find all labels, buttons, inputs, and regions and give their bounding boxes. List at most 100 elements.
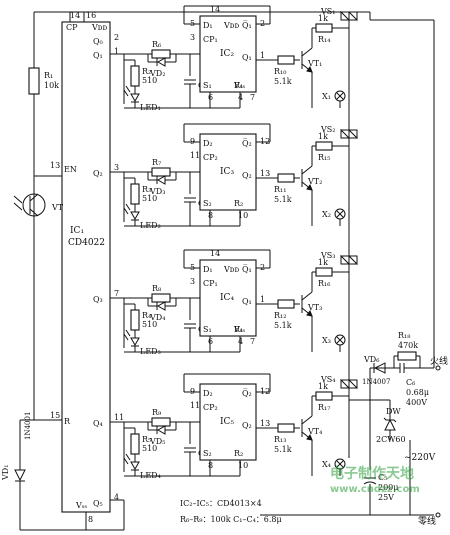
r-in-label: R₈ [152,284,161,293]
load-label: X₃ [322,336,331,345]
vt-phototransistor [13,176,46,240]
ic1-pin-r: R [64,417,71,426]
vs-label: VS₁ [320,7,335,16]
num-r: 10 [238,211,248,220]
ff-vss: Vₛₛ [233,81,245,90]
ic1-name: IC₁ [70,226,84,236]
vs-label: VS₂ [320,125,335,134]
watermark: 电子制作天地 www.cndzz.com [330,465,420,495]
num-vdd: 14 [210,249,220,258]
ic1-pin-en: EN [64,165,77,174]
r-gate-value: 1k [318,14,328,23]
triac-body-2 [347,255,358,266]
pin-d: D₁ [203,265,213,274]
triac-body-2 [347,11,358,22]
ic1-pin-q5: Q₅ [93,499,103,508]
pin-qbar: Q̅₁ [242,265,252,274]
num-q: 1 [260,295,265,304]
num-r: 4 [238,337,243,346]
vs-label: VS₃ [320,251,335,260]
num-cp: 3 [190,277,195,286]
vd1-label: VD₁ [1,465,10,481]
live-wire-label: 火线 [430,355,448,367]
wire [301,415,313,425]
ic1-num-r: 15 [50,411,60,420]
r-base-resistor [277,55,295,65]
r-gate-resistor [315,267,333,277]
transistor-arrow [306,433,313,441]
vd-label: VD₄ [149,313,165,322]
r-bias-resistor [130,183,140,205]
triac-body [340,128,351,139]
r-base-resistor [277,173,295,183]
r-bias-value: 510 [142,194,157,203]
r-in-label: R₉ [152,408,162,417]
r-base-label: R₁₁ [274,185,286,194]
vt-label: VT [51,203,64,212]
led-diode [130,461,140,471]
num-vss: 7 [250,337,255,346]
r18-resistor [397,351,417,361]
r-gate-value: 1k [318,132,328,141]
pin-cp: CP₂ [203,403,218,412]
wire [125,453,131,461]
num-vdd: 14 [210,5,220,14]
wire [301,47,313,57]
ic1-num-q2: 3 [114,163,119,172]
r1-label: R₁ [44,71,53,80]
notes: IC₂–IC₅：CD4013×4 R₆–R₉：100k C₁–C₄：6.8μ [180,499,282,524]
vs-label: VS₄ [320,375,335,384]
num-r: 10 [238,461,248,470]
num-s: 8 [208,211,213,220]
pin-r: R₂ [234,199,243,208]
r-base-value: 5.1k [274,445,292,454]
r-bias-value: 510 [142,76,157,85]
vd-diode [156,175,166,185]
pin-d: D₁ [203,21,213,30]
ic1-pin-q1: Q₁ [93,51,103,60]
pin-qbar: Q̅₂ [242,389,252,398]
num-q: 13 [260,169,270,178]
r-in-resistor [151,167,171,177]
num-s: 6 [208,93,213,102]
ic1-part: CD4022 [68,238,105,248]
power-supply: VD₆ 1N4007 R₁₈ 470k C₆ 0.68μ 400V 火线 DW … [20,331,448,531]
num-vss: 7 [250,93,255,102]
c6-value: 0.68μ [406,388,429,397]
watermark-url: www.cndzz.com [330,484,420,495]
r-base-value: 5.1k [274,195,292,204]
watermark-title: 电子制作天地 [330,465,414,482]
value-note: R₆–R₉：100k C₁–C₄：6.8μ [180,515,282,524]
vt-label: VT₃ [307,303,322,312]
triac-body [340,10,351,21]
wire [123,457,129,465]
vt-label: VT₁ [307,59,322,68]
pin-q: Q₂ [242,421,252,430]
r-gate-label: R₁₄ [318,35,330,44]
c5-label: C₅ [378,473,387,482]
led-diode [130,93,140,103]
triac-body [340,378,351,389]
load-label: X₂ [322,210,331,219]
num-r: 4 [238,93,243,102]
stage-3: R₈VD₄R₄510LED₃C₃D₁CP₁S₁R₁Q₁Q̅₁IC₄VᴅᴅVₛₛ1… [110,249,358,356]
wire [336,92,344,100]
led-diode [130,211,140,221]
vd-diode [156,425,166,435]
r-in-resistor [151,293,171,303]
r-bias-label: R₄ [142,311,151,320]
num-cp: 11 [190,151,200,160]
num-cp: 3 [190,33,195,42]
stage-2: R₇VD₃R₃510LED₂C₂D₂CP₂S₂R₂Q₂Q̅₂IC₃9118101… [110,123,358,230]
ff-name: IC₂ [220,49,234,59]
r-bias-resistor [130,433,140,455]
vt-label: VT₂ [307,177,322,186]
dw-zener [383,417,397,431]
pin-r: R₁ [234,81,243,90]
r-bias-resistor [130,309,140,331]
r-bias-resistor [130,65,140,87]
ic1-num-q3: 7 [114,289,119,298]
vd6-diode [373,362,386,374]
pin-cp: CP₂ [203,153,218,162]
